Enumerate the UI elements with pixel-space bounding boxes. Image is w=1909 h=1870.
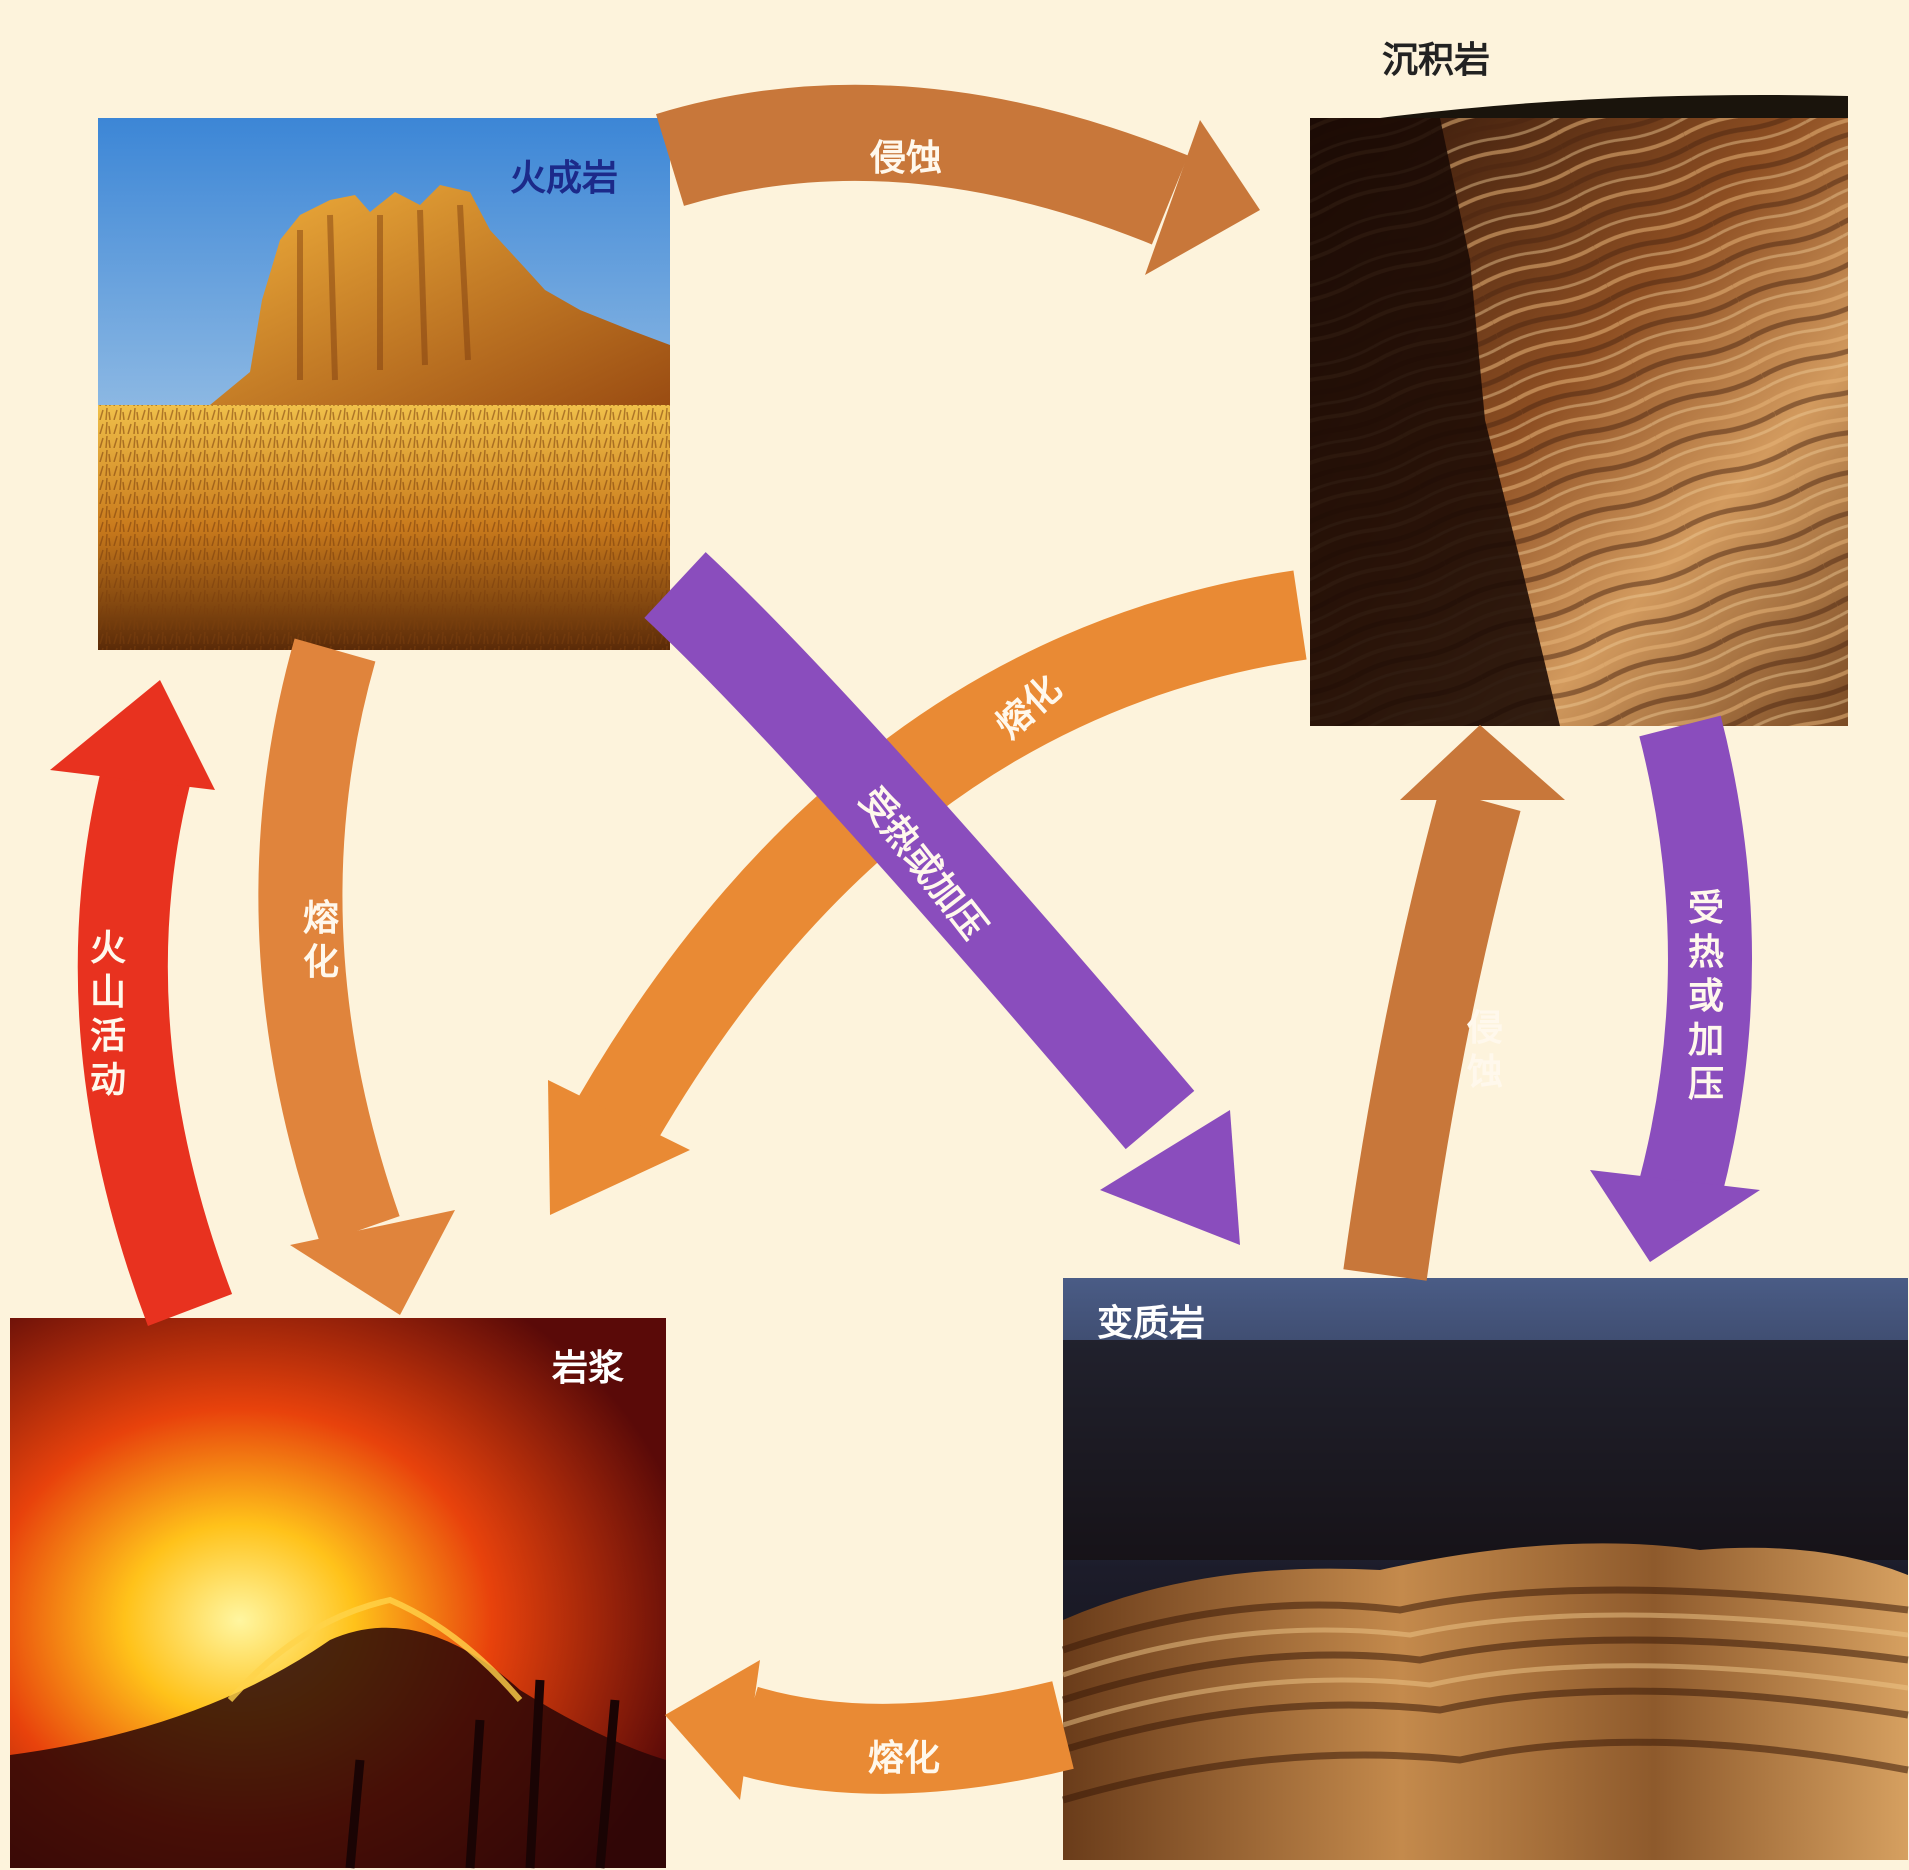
volcanic-char-1: 火 bbox=[90, 928, 126, 969]
arrow-volcanic-magma-to-igneous bbox=[50, 680, 233, 1326]
volcanic-char-3: 活 bbox=[90, 1016, 126, 1057]
arrow-erosion-metamorphic-to-sedimentary bbox=[1343, 725, 1565, 1281]
erosion-right-char-2: 蚀 bbox=[1467, 1052, 1503, 1093]
erosion-right-label: 侵 蚀 bbox=[1466, 1008, 1516, 1093]
arrow-erosion-igneous-to-sedimentary bbox=[656, 84, 1260, 275]
heat-right-char-2: 热 bbox=[1688, 932, 1724, 973]
melting-left-char-1: 熔 bbox=[303, 898, 339, 939]
volcanic-label: 火 山 活 动 bbox=[90, 928, 139, 1101]
heat-right-char-3: 或 bbox=[1688, 976, 1724, 1017]
erosion-top-label: 侵蚀 bbox=[869, 138, 942, 179]
sedimentary-rock-photo bbox=[1310, 94, 1848, 726]
metamorphic-label: 变质岩 bbox=[1097, 1302, 1205, 1344]
heat-right-char-1: 受 bbox=[1688, 888, 1724, 929]
melting-left-label: 熔 化 bbox=[303, 898, 352, 983]
melting-left-char-2: 化 bbox=[303, 942, 339, 983]
melting-bottom-label: 熔化 bbox=[868, 1738, 940, 1779]
heat-right-char-5: 压 bbox=[1688, 1064, 1724, 1105]
igneous-label: 火成岩 bbox=[510, 158, 618, 199]
metamorphic-rock-photo bbox=[1061, 1278, 1909, 1860]
arrow-heat-sedimentary-to-metamorphic bbox=[1590, 715, 1760, 1262]
heat-right-label: 受 热 或 加 压 bbox=[1688, 888, 1737, 1105]
arrow-heat-igneous-to-metamorphic bbox=[644, 552, 1240, 1245]
magma-photo bbox=[10, 1318, 666, 1869]
sedimentary-label: 沉积岩 bbox=[1382, 40, 1490, 81]
magma-label: 岩浆 bbox=[552, 1348, 624, 1389]
volcanic-char-2: 山 bbox=[90, 972, 126, 1013]
arrow-melting-metamorphic-to-magma bbox=[665, 1660, 1074, 1800]
arrow-melting-igneous-to-magma bbox=[258, 638, 455, 1315]
erosion-right-char-1: 侵 bbox=[1466, 1008, 1503, 1049]
volcanic-char-4: 动 bbox=[90, 1060, 126, 1101]
heat-right-char-4: 加 bbox=[1688, 1020, 1724, 1061]
igneous-rock-photo bbox=[98, 118, 670, 650]
